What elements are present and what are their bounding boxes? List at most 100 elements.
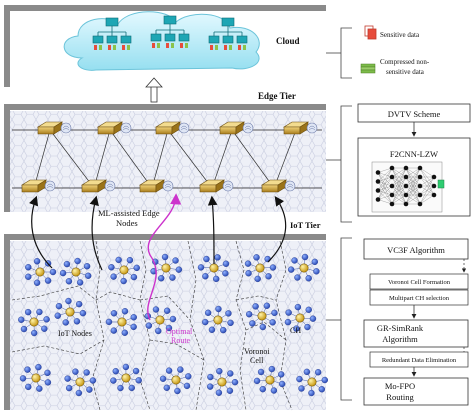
iot-sensor-node xyxy=(72,369,78,375)
iot-sensor-node xyxy=(45,278,51,284)
iot-sensor-node xyxy=(315,369,321,375)
iot-sensor-node xyxy=(106,319,112,325)
cluster-head-node xyxy=(76,378,84,386)
iot-sensor-node xyxy=(63,319,69,325)
cluster-head-node xyxy=(30,318,38,326)
iot-bracket xyxy=(341,238,352,400)
iot-sensor-node xyxy=(246,270,252,276)
cluster-head-node xyxy=(118,318,126,326)
compressed-data-icon xyxy=(361,64,375,73)
edge-tier-label: Edge Tier xyxy=(258,91,296,101)
edge-router-icon xyxy=(22,180,55,192)
iot-sensor-node xyxy=(127,257,133,263)
iot-sensor-node xyxy=(123,364,129,370)
cluster-head-node xyxy=(300,264,308,272)
iot-sensor-node xyxy=(166,368,172,374)
cluster-head-node xyxy=(66,308,74,316)
iot-sensor-node xyxy=(216,390,222,396)
iot-sensor-node xyxy=(34,280,40,286)
iot-sensor-node xyxy=(164,385,170,391)
iot-sensor-node xyxy=(25,274,31,280)
iot-sensor-node xyxy=(153,306,159,312)
iot-sensor-node xyxy=(55,313,61,319)
edge-router-icon xyxy=(220,122,253,134)
iot-sensor-node xyxy=(245,261,251,267)
iot-sensor-node xyxy=(260,324,266,330)
iot-sensor-node xyxy=(18,317,24,323)
iot-sensor-node xyxy=(155,328,161,334)
iot-sensor-node xyxy=(278,371,284,377)
iot-sensor-node xyxy=(66,385,72,391)
dvtv-label: DVTV Scheme xyxy=(388,109,441,119)
iot-sensor-node xyxy=(133,368,139,374)
iot-sensor-node xyxy=(207,384,213,390)
iot-sensor-node xyxy=(302,254,308,260)
iot-sensor-node xyxy=(313,268,319,274)
redundant-label: Redundant Data Elimination xyxy=(382,357,457,364)
iot-sensor-node xyxy=(304,369,310,375)
sensitive-data-icon xyxy=(365,26,376,39)
iot-sensor-node xyxy=(322,377,328,383)
iot-sensor-node xyxy=(177,367,183,373)
cluster-head-node xyxy=(210,264,218,272)
iot-sensor-node xyxy=(296,376,302,382)
vc3f-label: VC3F Algorithm xyxy=(387,245,445,255)
edge-router-icon xyxy=(98,122,131,134)
mofpo-box xyxy=(364,378,468,405)
iot-sensor-node xyxy=(131,314,137,320)
iot-sensor-node xyxy=(25,309,31,315)
iot-sensor-node xyxy=(64,261,70,267)
iot-sensor-node xyxy=(209,327,215,333)
ml-edge-label-1: ML-assisted Edge xyxy=(98,208,160,218)
iot-sensor-node xyxy=(21,326,27,332)
iot-sensor-node xyxy=(270,319,276,325)
iot-sensor-node xyxy=(222,270,228,276)
iot-sensor-node xyxy=(213,276,219,282)
iot-sensor-node xyxy=(295,304,301,310)
iot-sensor-node xyxy=(232,379,238,385)
cloud-up-arrow xyxy=(146,78,162,102)
iot-sensor-node xyxy=(266,273,272,279)
iot-sensor-node xyxy=(162,254,168,260)
mofpo-label-1: Mo-FPO xyxy=(385,381,415,391)
cluster-head-node xyxy=(214,316,222,324)
iot-sensor-node xyxy=(44,316,50,322)
iot-sensor-node xyxy=(254,378,260,384)
iot-sensor-node xyxy=(158,275,164,281)
edge-bracket xyxy=(341,106,352,222)
iot-sensor-node xyxy=(225,310,231,316)
iot-sensor-node xyxy=(111,328,117,334)
iot-sensor-node xyxy=(292,257,298,263)
iot-sensor-node xyxy=(202,273,208,279)
ch-label: CH xyxy=(290,326,301,335)
cloud-tier-label: Cloud xyxy=(276,36,300,46)
iot-sensor-node xyxy=(31,330,37,336)
iot-sensor-node xyxy=(207,374,213,380)
iot-sensor-node xyxy=(25,367,31,373)
nn-output-block xyxy=(438,180,444,188)
iot-sensor-node xyxy=(117,385,123,391)
edge-router-icon xyxy=(140,180,173,192)
iot-sensor-node xyxy=(279,381,285,387)
iot-sensor-node xyxy=(184,383,190,389)
iot-sensor-node xyxy=(198,264,204,270)
iot-sensor-node xyxy=(131,274,137,280)
iot-sensor-node xyxy=(76,390,82,396)
cluster-head-node xyxy=(32,374,40,382)
iot-sensor-node xyxy=(306,307,312,313)
iot-sensor-node xyxy=(146,323,152,329)
voronoi-cell-label-2: Cell xyxy=(250,356,264,365)
gr-simrank-label-1: GR-SimRank xyxy=(377,323,424,333)
iot-sensor-node xyxy=(306,275,312,281)
iot-sensor-node xyxy=(75,258,81,264)
edge-router-icon xyxy=(156,122,189,134)
iot-sensor-node xyxy=(36,386,42,392)
iot-sensor-node xyxy=(74,318,80,324)
edge-router-icon xyxy=(82,180,115,192)
iot-sensor-node xyxy=(25,264,31,270)
iot-sensor-node xyxy=(223,261,229,267)
iot-sensor-node xyxy=(270,265,276,271)
legend-bracket xyxy=(341,28,352,78)
edge-router-icon xyxy=(200,180,233,192)
